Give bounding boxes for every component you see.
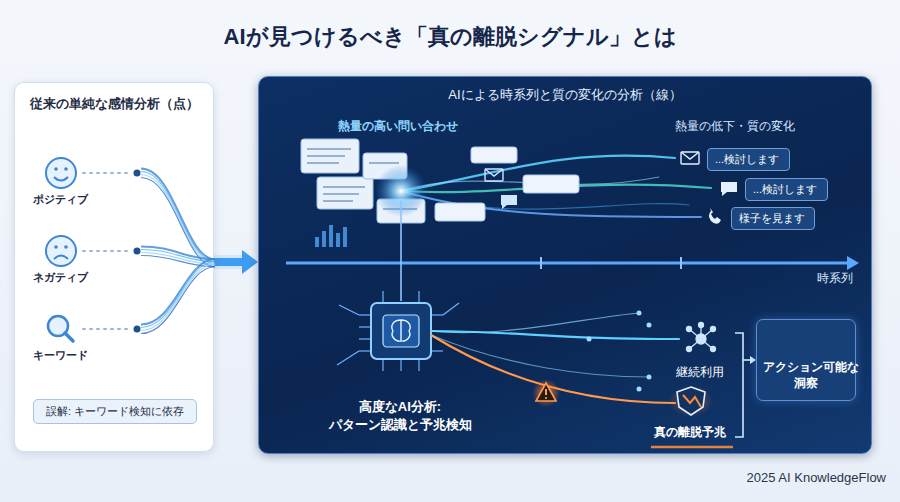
- message-box: 様子を見ます: [731, 207, 815, 230]
- warning-icon: [532, 379, 560, 407]
- node-text: 様子を見ます: [732, 208, 812, 229]
- fan-stroke: [141, 264, 215, 330]
- signal-fan: [141, 169, 215, 334]
- misconception-box: 誤解: キーワード検知に依存: [33, 399, 197, 424]
- left-panel-illustration: [15, 83, 215, 453]
- node-text: アクション可能な 洞察: [757, 320, 855, 391]
- flow-arrow: [214, 250, 258, 274]
- insight-bracket: [735, 333, 752, 437]
- vertical-link: [400, 201, 402, 301]
- mid-icons: [485, 169, 517, 209]
- insight-box: アクション可能な 洞察: [756, 319, 856, 401]
- outcome-label: 真の離脱予兆: [654, 424, 726, 441]
- flow-glow: [214, 255, 244, 269]
- node-text: 従来の単純な感情分析（点）: [15, 83, 213, 113]
- axis-label: 時系列: [817, 270, 853, 287]
- negative-icon: [46, 236, 76, 266]
- bar-chart-icon: [315, 225, 347, 247]
- positive-icon: [46, 158, 76, 188]
- chat-cards: [435, 147, 579, 221]
- network-icon: [687, 323, 716, 352]
- dotted-links: [83, 173, 129, 329]
- analysis-panel: 従来の単純な感情分析（点） 誤解: キーワード検知に依存: [14, 82, 214, 452]
- arrowhead: [242, 250, 258, 274]
- node-text: ...検討します: [746, 179, 824, 200]
- diagram-title: AIが見つけるべき「真の離脱シグナル」とは: [0, 22, 900, 52]
- node-text: 誤解: キーワード検知に依存: [34, 400, 196, 423]
- analysis-caption: 高度なAI分析: パターン認識と予兆検知: [315, 398, 485, 433]
- fan-stroke: [141, 178, 215, 267]
- stage-label: 熱量の低下・質の変化: [675, 118, 795, 135]
- node-text: AIによる時系列と質の変化の分析（線）: [259, 77, 871, 104]
- signal-dots: [134, 170, 141, 333]
- footer-credit: 2025 AI KnowledgeFlow: [747, 470, 886, 485]
- message-box: ...検討します: [707, 148, 790, 171]
- churn-glow-line: [651, 446, 733, 449]
- message-box: ...検討します: [745, 178, 828, 201]
- flow-line: [214, 258, 244, 266]
- stage-label: 熱量の高い問い合わせ: [338, 118, 458, 135]
- fan-stroke: [141, 262, 215, 328]
- outcome-label: 継続利用: [676, 364, 724, 381]
- churn-shield-icon: [669, 385, 713, 417]
- sentiment-label: ポジティブ: [33, 192, 88, 207]
- sentiment-label: ネガティブ: [33, 270, 88, 285]
- keyword-icon: [48, 316, 73, 341]
- node-text: ...検討します: [708, 149, 786, 170]
- timeline-arrow: [286, 256, 859, 270]
- branch-dots: [587, 311, 652, 392]
- sentiment-label: キーワード: [33, 348, 88, 363]
- fan-stroke: [141, 259, 215, 324]
- fan-stroke: [141, 267, 215, 334]
